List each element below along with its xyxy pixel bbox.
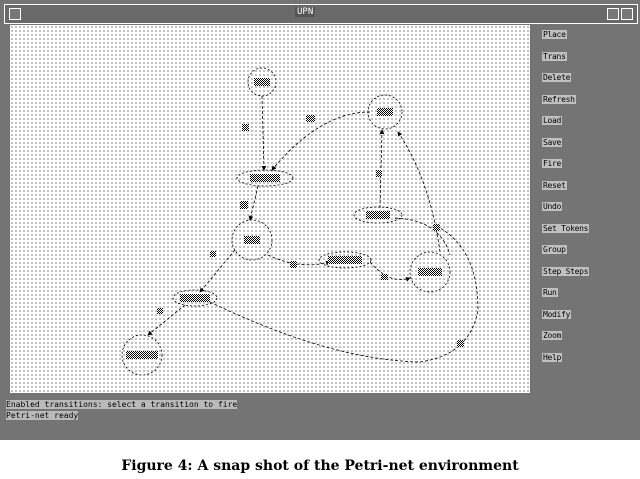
transition [172,289,218,307]
menu-item[interactable]: Help [542,352,563,362]
window-menu-button[interactable] [9,8,21,20]
place-label [418,268,442,276]
place [247,67,277,97]
arc-weight [381,274,388,280]
arc [369,261,411,282]
menu-item[interactable]: Reset [542,180,567,190]
status-line-1: Enabled transitions: select a transition… [6,400,238,409]
transition [353,206,403,224]
menu-item[interactable]: Step Steps [542,266,590,276]
arc-weight [242,124,249,131]
minimize-button[interactable] [607,8,619,20]
arc [394,217,451,256]
place [121,334,163,376]
arc [199,249,236,293]
menu-item[interactable]: Modify [542,309,572,319]
menu-item[interactable]: Group [542,245,567,254]
place [367,94,403,130]
arc-weight [210,251,216,257]
transition-label [250,174,280,182]
menu-item[interactable]: Trans [542,51,567,61]
place-label [244,236,260,244]
arc-weight [306,115,315,122]
arc [147,304,186,336]
place-label [377,108,393,116]
menu-item[interactable]: Fire [542,159,563,168]
menu-item[interactable]: Refresh [542,94,576,104]
title-bar[interactable]: UPN [4,4,638,24]
arc [397,131,441,253]
arc-weight [157,308,163,314]
place-label [254,78,270,86]
transition [236,169,294,187]
arc [379,129,385,209]
arc-weight [290,261,297,268]
menu-item[interactable]: Load [542,116,563,125]
menu-item[interactable]: Zoom [542,331,563,340]
status-line-2: Petri-net ready [6,411,79,420]
maximize-button[interactable] [621,8,633,20]
arc [261,95,267,171]
transition-label [180,294,210,302]
window-title: UPN [295,7,316,17]
arc [209,227,479,363]
menu-item[interactable]: Set Tokens [542,223,590,233]
menu-item[interactable]: Place [542,30,567,39]
arc [271,111,371,171]
status-area: Enabled transitions: select a transition… [6,400,526,430]
arc [267,254,331,266]
arc-weight [457,340,464,347]
transition [318,251,372,269]
arc-weight [376,170,382,177]
arc-weight [433,224,440,231]
menu-item[interactable]: Run [542,288,558,297]
place-label [126,351,158,359]
menu-item[interactable]: Save [542,137,563,147]
transition-label [366,211,390,219]
menu-item[interactable]: Undo [542,202,563,211]
figure-caption: Figure 4: A snap shot of the Petri-net e… [121,458,519,474]
menu-item[interactable]: Delete [542,73,572,82]
arc [248,185,259,221]
place [231,219,273,261]
arc-weight [240,201,248,209]
transition-label [328,256,362,264]
place [409,251,451,293]
net-canvas[interactable] [10,25,530,393]
petri-net-graph [121,67,479,376]
